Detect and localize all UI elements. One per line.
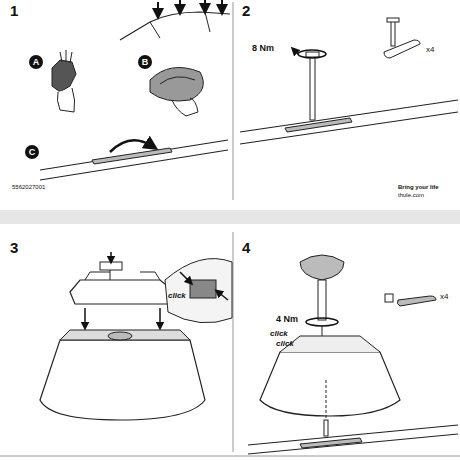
part-number: 5562027001: [12, 184, 45, 191]
quantity: x4: [440, 293, 448, 302]
step-number: 1: [10, 3, 18, 20]
step-letter-circle: B: [138, 55, 152, 69]
slogan: Bring your life: [398, 184, 439, 191]
torque-value: 4 Nm: [276, 315, 298, 325]
step-letter-circle: C: [25, 145, 39, 159]
step-number: 3: [10, 240, 18, 257]
click-text: click: [270, 330, 288, 339]
step-letter: C: [29, 147, 36, 157]
website: thule.com: [398, 192, 424, 199]
click-text: click: [276, 340, 294, 349]
click-text: click: [168, 292, 186, 301]
step-letter-circle: A: [29, 55, 43, 69]
torque-value: 8 Nm: [252, 44, 274, 54]
step-number: 4: [242, 240, 250, 257]
step-number: 2: [242, 3, 250, 20]
quantity: x4: [426, 46, 434, 55]
step-letter: A: [33, 57, 40, 67]
step-letter: B: [142, 57, 149, 67]
